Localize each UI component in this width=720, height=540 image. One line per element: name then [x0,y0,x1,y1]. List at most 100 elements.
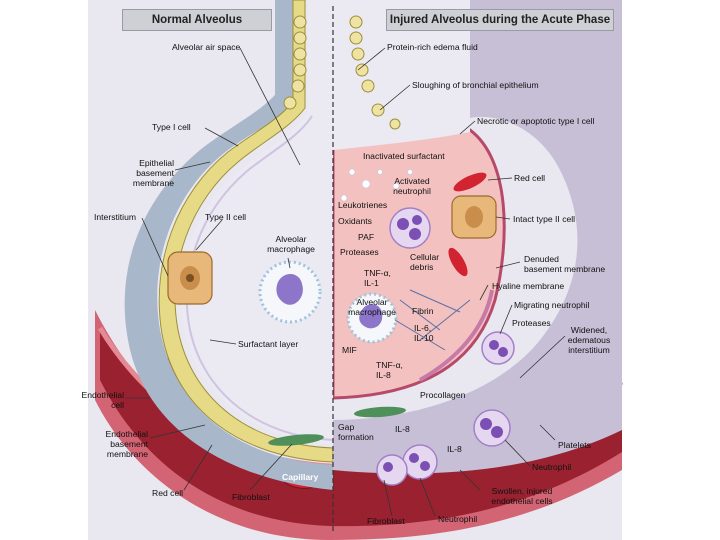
upper-alveolar-space [333,0,470,150]
label-tnf-il1: TNF-α, IL-1 [364,268,391,288]
fibroblast-cell [268,434,324,446]
label-necrotic-type1-cell: Necrotic or apoptotic type I cell [477,116,595,126]
capillary-neutrophil-cell [473,409,511,447]
bronchiolar-cell [291,79,305,93]
migrating-neutrophil-cell [481,331,515,365]
bronchiolar-cell [355,63,369,77]
bronchiolar-cell [293,47,307,61]
label-sloughing-bronchial-epithelium: Sloughing of bronchial epithelium [412,80,539,90]
label-il8-a: IL-8 [395,424,410,434]
fibrin-strand [399,299,441,331]
leader-line [141,217,169,277]
sloughed-cell [389,118,401,130]
label-procollagen: Procollagen [420,390,466,400]
label-il6-il10: IL-6, IL-10 [414,323,434,343]
sloughed-cell [371,103,385,117]
label-denuded-basement-membrane: Denuded basement membrane [524,254,606,274]
fibrin-strand [419,299,471,341]
label-type1-cell: Type I cell [152,122,191,132]
leader-line [459,120,476,135]
label-oxidants: Oxidants [338,216,372,226]
leader-line [357,47,386,71]
leader-line [183,444,213,491]
label-alveolar-macrophage: Alveolar macrophage [267,234,315,254]
alveolar-air-space [180,0,333,444]
bronchiolar-cell [293,31,307,45]
label-swollen-endothelial-cells: Swollen, injured endothelial cells [491,486,553,506]
surfactant-droplet [348,168,356,176]
surfactant-droplet [392,182,400,190]
label-alveolar-macrophage-right: Alveolar macrophage [348,297,396,317]
label-il8-b: IL-8 [447,444,462,454]
fibrin-strand [409,289,461,313]
label-protein-rich-edema-fluid: Protein-rich edema fluid [387,42,478,52]
label-fibrin: Fibrin [412,306,434,316]
capillary-lumen [100,328,622,527]
label-intact-type2-cell: Intact type II cell [513,214,576,224]
bronchiolar-cell [283,96,297,110]
leader-line [249,443,293,491]
label-platelets: Platelets [558,440,591,450]
leader-line [174,161,211,171]
label-widened-interstitium: Widened, edematous interstitium [567,325,611,355]
type2-cell [167,251,213,305]
surfactant-droplet [361,179,371,189]
label-proteases-2: Proteases [512,318,551,328]
leader-line [379,84,411,111]
leader-line [287,257,291,269]
leader-line [479,284,489,301]
normal-alveolus-title: Normal Alveolus [122,9,272,31]
leader-line [419,477,436,517]
surfactant-droplet [377,169,383,175]
label-hyaline-membrane: Hyaline membrane [492,281,565,291]
widened-interstitium [333,0,622,474]
label-inactivated-surfactant: Inactivated surfactant [363,151,445,161]
leader-line [499,304,513,335]
injured-alveolar-macrophage-cell [346,292,398,344]
label-migrating-neutrophil: Migrating neutrophil [514,300,590,310]
bronchiolar-cell [293,15,307,29]
label-proteases: Proteases [340,247,379,257]
injured-alveolus-title: Injured Alveolus during the Acute Phase [386,9,614,31]
bronchiolar-cell [293,63,307,77]
label-fibroblast-right: Fibroblast [367,516,405,526]
label-mif: MIF [342,345,357,355]
label-fibroblast: Fibroblast [232,492,270,502]
surfactant-droplet [340,194,348,202]
label-red-cell: Red cell [152,488,184,498]
intact-type2-cell [451,195,497,239]
leader-line [239,47,301,166]
alveolar-red-cell [448,247,468,277]
label-leukotrienes: Leukotrienes [338,200,388,210]
label-interstitium: Interstitium [94,212,137,222]
label-gap-formation: Gap formation [338,422,374,442]
label-neutrophil: Neutrophil [532,462,572,472]
leader-line [149,424,206,439]
leader-line [487,177,513,181]
leader-line [495,261,521,269]
bronchiolar-cell [361,79,375,93]
leader-line [204,127,239,147]
label-paf: PAF [358,232,375,242]
bronchiolar-cell [349,15,363,29]
label-capillary: Capillary [282,472,319,482]
label-neutrophil-2: Neutrophil [438,514,478,524]
leader-line [504,439,531,467]
leader-line [195,219,223,251]
label-activated-neutrophil: Activated neutrophil [393,176,431,196]
label-endothelial-basement-membrane: Endothelial basement membrane [105,429,148,459]
leader-line [495,216,511,220]
label-surfactant-layer: Surfactant layer [238,339,299,349]
surfactant-droplet [407,169,413,175]
hyaline-membrane [419,289,494,382]
fibroblast-cell [354,406,406,418]
label-type2-cell: Type II cell [205,212,247,222]
alveolar-red-cell [453,172,487,192]
alveolar-macrophage-cell [258,260,322,324]
capillary-neutrophil-cell [376,454,408,486]
leader-line [459,469,481,491]
activated-neutrophil-cell [389,207,431,249]
label-endothelial-cell: Endothelial cell [81,390,124,410]
